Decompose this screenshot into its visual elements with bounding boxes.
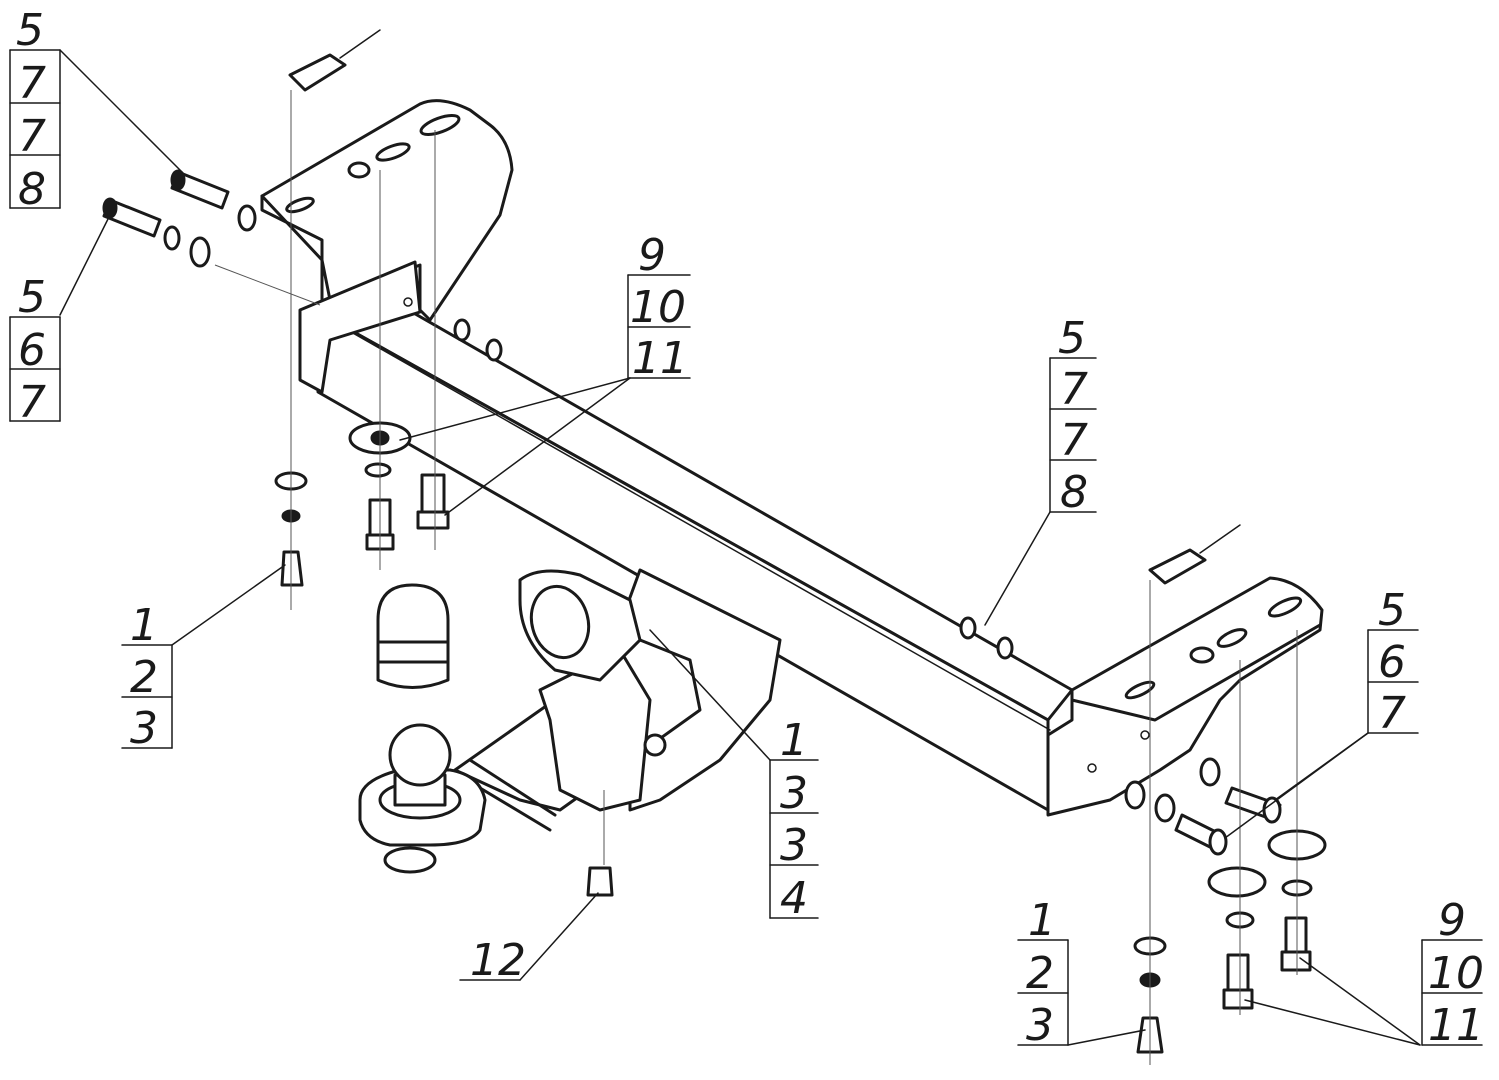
ball-cover — [376, 583, 450, 689]
callout-num: 7 — [18, 377, 46, 428]
callout-num: 12 — [470, 935, 526, 986]
callout-num: 6 — [18, 325, 46, 376]
callout-num: 8 — [18, 164, 46, 215]
callout-num: 5 — [1058, 313, 1086, 364]
callout-num: 7 — [18, 111, 46, 162]
callout-num: 11 — [1428, 1000, 1484, 1051]
left-mounting-bracket — [260, 99, 514, 394]
receiver-assembly — [448, 568, 782, 832]
callout-right-upper: 5 6 7 — [1367, 585, 1419, 739]
callout-num: 3 — [130, 703, 158, 754]
right-mounting-bracket — [959, 576, 1324, 817]
callout-num: 5 — [16, 5, 44, 56]
callout-num: 8 — [1060, 467, 1088, 518]
callout-bottom-right-right: 9 10 11 — [1421, 895, 1484, 1051]
callout-num: 1 — [780, 715, 808, 766]
callout-bottom-center: 12 — [459, 935, 526, 986]
callout-bottom-right-left: 1 2 3 — [1017, 895, 1069, 1051]
callout-hitch-middle: 1 3 3 4 — [769, 715, 819, 924]
callout-num: 4 — [780, 873, 808, 924]
callout-num: 2 — [1026, 948, 1054, 999]
callout-num: 7 — [1060, 415, 1088, 466]
callout-num: 10 — [1428, 948, 1484, 999]
callout-num: 7 — [18, 58, 46, 109]
callout-num: 3 — [780, 768, 808, 819]
callout-num: 1 — [1028, 895, 1056, 946]
callout-num: 5 — [1378, 585, 1406, 636]
callout-num: 7 — [1378, 688, 1406, 739]
callout-center-top: 9 10 11 — [627, 230, 691, 384]
tow-ball — [358, 723, 487, 874]
callout-center-right: 5 7 7 8 — [1049, 313, 1097, 518]
callout-left-middle: 1 2 3 — [121, 600, 173, 754]
callout-num: 9 — [638, 230, 666, 281]
callout-num: 11 — [632, 333, 688, 384]
callout-num: 2 — [130, 652, 158, 703]
callout-top-left-lower: 5 6 7 — [9, 272, 61, 428]
callout-num: 3 — [1026, 1000, 1054, 1051]
callout-num: 7 — [1060, 364, 1088, 415]
callout-num: 3 — [780, 820, 808, 871]
callout-num: 6 — [1378, 637, 1406, 688]
callout-num: 9 — [1438, 895, 1466, 946]
assembly-axes — [214, 90, 1298, 1065]
callout-leaders — [59, 49, 1421, 1046]
callout-top-left-upper: 5 7 7 8 — [9, 5, 61, 215]
callout-num: 10 — [630, 282, 686, 333]
callout-num: 5 — [18, 272, 46, 323]
callout-num: 1 — [130, 600, 158, 651]
